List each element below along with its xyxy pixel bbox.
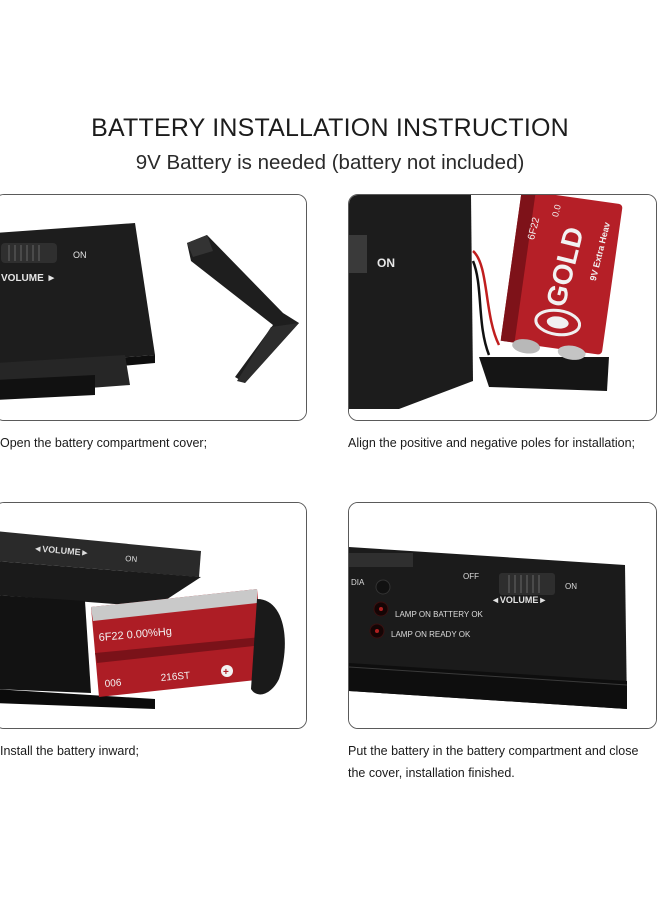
step-4-caption-line-2: the cover, installation finished. (348, 766, 515, 780)
step-4-illustration: OFF ON ◄VOLUME► DIA LAMP ON BATTERY OK L… (349, 503, 656, 728)
step-3-caption: Install the battery inward; (0, 744, 139, 758)
off-label: OFF (463, 572, 479, 581)
lamp-battery-label: LAMP ON BATTERY OK (395, 610, 484, 619)
on-label: ON (73, 250, 87, 260)
battery-plus: + (223, 667, 229, 678)
battery-model: 6F22 (526, 216, 542, 241)
step-1-illustration: ON VOLUME ► (0, 195, 306, 420)
tester-body (0, 531, 201, 577)
on-label: ON (377, 256, 395, 270)
battery-9v: GOLD 6F22 0.0 9V Extra Heav (500, 195, 623, 360)
step-4-caption-line-1: Put the battery in the battery compartme… (348, 744, 639, 758)
step-2-illustration: ON GOLD 6F22 0.0 9V Extra Heav (349, 195, 656, 420)
step-1-image: ON VOLUME ► (0, 194, 307, 421)
step-4-image: OFF ON ◄VOLUME► DIA LAMP ON BATTERY OK L… (348, 502, 657, 729)
battery-code: 0.0 (550, 203, 563, 218)
tester-body (349, 195, 473, 409)
step-1-caption: Open the battery compartment cover; (0, 436, 208, 450)
step-3-image: ◄VOLUME► ON 6F22 0.00%Hg 216ST 006 + (0, 502, 307, 729)
step-2-image: ON GOLD 6F22 0.0 9V Extra Heav (348, 194, 657, 421)
volume-label: ◄VOLUME► (491, 595, 547, 605)
dia-button (375, 579, 391, 595)
page-subtitle: 9V Battery is needed (battery not includ… (135, 151, 525, 174)
battery-9v: 6F22 0.00%Hg 216ST 006 + (91, 589, 265, 697)
page-title: BATTERY INSTALLATION INSTRUCTION (91, 114, 569, 142)
battery-voltage: 006 (104, 678, 122, 690)
step-3-illustration: ◄VOLUME► ON 6F22 0.00%Hg 216ST 006 + (0, 503, 306, 728)
on-label: ON (565, 582, 577, 591)
volume-label: VOLUME ► (1, 273, 56, 284)
dia-label: DIA (351, 578, 365, 587)
battery-code: 216ST (160, 670, 190, 684)
lamp-ready-label: LAMP ON READY OK (391, 630, 471, 639)
step-2-caption: Align the positive and negative poles fo… (348, 436, 635, 450)
on-label: ON (125, 554, 138, 564)
volume-label: ◄VOLUME► (33, 543, 90, 558)
